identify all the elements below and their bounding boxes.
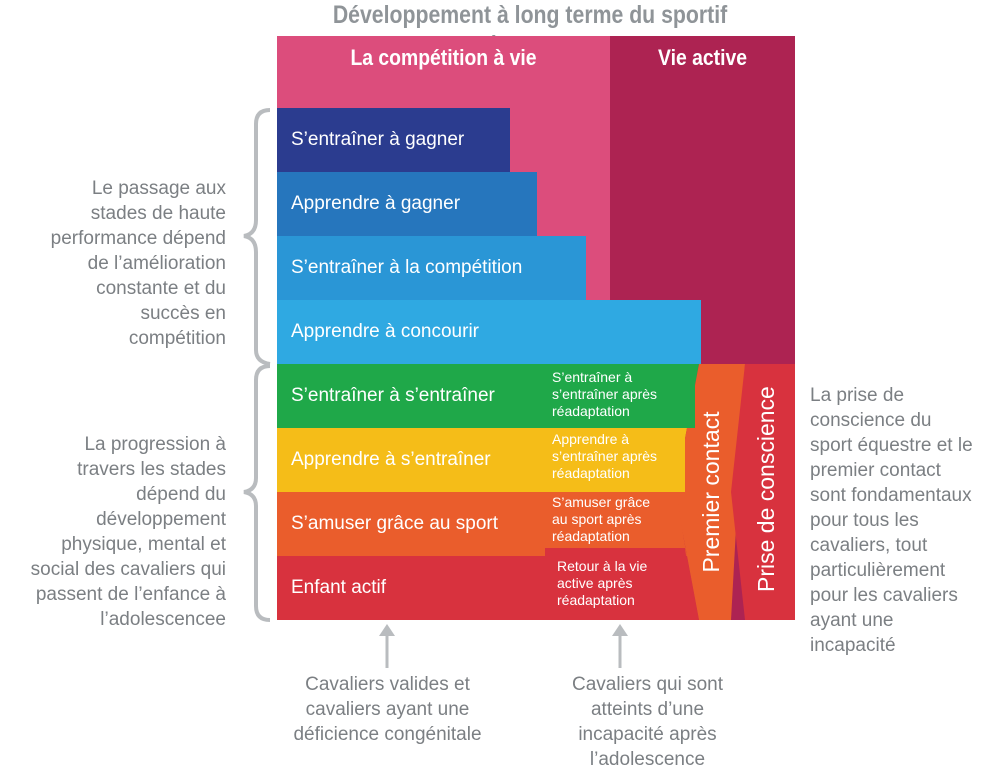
left-note-upper-line1: Le passage aux — [91, 178, 226, 199]
left-note-upper-line6: succès en — [140, 303, 226, 324]
right-note-line6: pour tous les — [810, 510, 919, 531]
bottom-note-left: Cavaliers valides et cavaliers ayant une… — [270, 672, 505, 747]
bottom-arrows — [379, 624, 628, 668]
left-note-upper-line2: stades de haute — [90, 203, 226, 224]
rehab-active-start-line1: Retour à la vie — [557, 558, 648, 574]
rehab-learn-to-train-line3: réadaptation — [552, 465, 630, 481]
stage-learn-to-win: Apprendre à gagner — [277, 172, 537, 236]
left-braces — [243, 108, 271, 622]
rehab-boxes — [545, 364, 695, 620]
stage-learn-to-win-label: Apprendre à gagner — [291, 193, 461, 214]
right-note-line11: incapacité — [810, 635, 896, 656]
stage-train-to-compete-label: S’entraîner à la compétition — [291, 257, 523, 278]
awareness-label: Prise de conscience — [753, 386, 779, 592]
stage-fundamentals: S’amuser grâce au sport — [277, 492, 537, 556]
stage-train-to-win: S’entraîner à gagner — [277, 108, 510, 172]
stage-learn-to-compete: Apprendre à concourir — [277, 300, 701, 364]
stage-train-to-train: S’entraîner à s’entraîner — [277, 364, 537, 428]
stage-learn-to-compete-label: Apprendre à concourir — [291, 321, 479, 342]
right-note-line1: La prise de — [810, 385, 905, 406]
right-note-line4: premier contact — [810, 460, 941, 481]
right-note-line10: ayant une — [810, 610, 894, 631]
stage-learn-to-train-label: Apprendre à s’entraîner — [291, 449, 491, 470]
rehab-fundamentals-line1: S’amuser grâce — [552, 494, 651, 510]
arrow-right — [612, 624, 628, 668]
stage-active-start: Enfant actif — [277, 556, 537, 620]
arrow-left — [379, 624, 395, 668]
rehab-learn-to-train-line1: Apprendre à — [552, 431, 630, 447]
right-note-line7: cavaliers, tout — [810, 535, 928, 556]
awareness-bar — [731, 364, 795, 620]
right-note-line9: pour les cavaliers — [810, 585, 958, 606]
stage-train-to-win-label: S’entraîner à gagner — [291, 129, 465, 150]
rehab-fundamentals: S’amuser grâce au sport après réadaptati… — [552, 494, 650, 545]
rehab-box-learn-to-train — [545, 428, 685, 492]
bottom-note-left-line3: déficience congénitale — [293, 724, 482, 745]
first-contact-label: Premier contact — [698, 411, 724, 573]
stage-fundamentals-label: S’amuser grâce au sport — [291, 513, 498, 534]
right-note-line3: sport équestre et le — [810, 435, 973, 456]
left-note-upper-line7: compétition — [128, 328, 226, 349]
bottom-note-left-line1: Cavaliers valides et — [305, 674, 470, 695]
rehab-box-train-to-train — [545, 364, 695, 428]
left-note-upper-line4: de l’amélioration — [87, 253, 226, 274]
rehab-fundamentals-line3: réadaptation — [552, 528, 630, 544]
bottom-note-right: Cavaliers qui sont atteints d’une incapa… — [530, 672, 765, 772]
rehab-fundamentals-line2: au sport après — [552, 511, 642, 527]
diagram-title: Développement à long terme du sportif éq… — [332, 1, 728, 59]
rehab-active-start-line2: active après — [557, 575, 633, 591]
left-note-lower-line8: l’adolescencee — [100, 609, 226, 630]
left-note-lower-line5: physique, mental et — [61, 534, 226, 555]
rehab-train-to-train-line3: réadaptation — [552, 403, 630, 419]
competition-header: La compétition à vie — [350, 45, 537, 70]
left-note-upper-line3: performance dépend — [50, 228, 226, 249]
stage-learn-to-train: Apprendre à s’entraîner — [277, 428, 537, 492]
rehab-box-active-start — [545, 548, 695, 620]
stage-train-to-train-label: S’entraîner à s’entraîner — [291, 385, 495, 406]
bottom-note-right-line2: atteints d’une — [590, 699, 705, 720]
lower-brace — [243, 364, 271, 622]
left-note-upper-line5: constante et du — [96, 278, 226, 299]
left-note-lower-line7: passent de l’enfance à — [35, 584, 226, 605]
stage-train-to-compete: S’entraîner à la compétition — [277, 236, 586, 300]
rehab-active-start: Retour à la vie active après réadaptatio… — [557, 558, 647, 609]
right-note: La prise de conscience du sport équestre… — [810, 383, 1000, 658]
right-note-line5: sont fondamentaux — [810, 485, 972, 506]
rehab-active-start-line3: réadaptation — [557, 592, 635, 608]
left-note-lower-line4: développement — [96, 509, 226, 530]
left-note-lower: La progression à travers les stades dépe… — [0, 432, 226, 632]
bottom-note-right-line3: incapacité après — [578, 724, 717, 745]
active-life-header: Vie active — [658, 45, 747, 70]
rehab-train-to-train: S’entraîner à s’entraîner après réadapta… — [552, 369, 657, 420]
left-note-lower-line6: social des cavaliers qui — [30, 559, 226, 580]
left-note-lower-line3: dépend du — [136, 484, 226, 505]
bottom-note-right-line4: l’adolescence — [589, 749, 706, 770]
upper-brace — [243, 108, 271, 366]
right-note-line8: particulièrement — [810, 560, 946, 581]
rehab-box-fundamentals — [545, 492, 685, 548]
stage-active-start-label: Enfant actif — [291, 577, 387, 598]
left-note-lower-line2: travers les stades — [77, 459, 226, 480]
right-note-line2: conscience du — [810, 410, 932, 431]
bottom-note-right-line1: Cavaliers qui sont — [571, 674, 724, 695]
left-note-upper: Le passage aux stades de haute performan… — [0, 176, 226, 351]
rehab-learn-to-train-line2: s’entraîner après — [552, 448, 658, 464]
bottom-note-left-line2: cavaliers ayant une — [305, 699, 470, 720]
left-note-lower-line1: La progression à — [84, 434, 226, 455]
rehab-train-to-train-line1: S’entraîner à — [552, 369, 633, 385]
rehab-learn-to-train: Apprendre à s’entraîner après réadaptati… — [552, 431, 657, 482]
rehab-train-to-train-line2: s’entraîner après — [552, 386, 658, 402]
